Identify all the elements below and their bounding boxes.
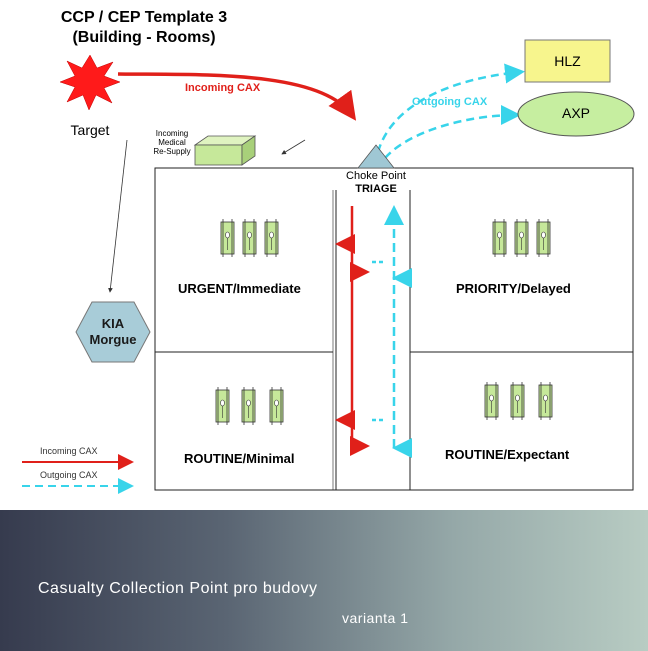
outgoing-cax-label: Outgoing CAX xyxy=(412,96,488,108)
title-line-1: CCP / CEP Template 3 xyxy=(60,9,228,26)
banner-title: Casualty Collection Point pro budovy xyxy=(38,580,318,597)
kia-arrow xyxy=(108,139,128,293)
litters-priority xyxy=(492,218,551,258)
legend-incoming-label: Incoming CAX xyxy=(40,446,98,456)
choke-point-label: Choke Point xyxy=(346,170,406,182)
resupply-label: Incoming Medical Re-Supply xyxy=(153,129,191,156)
room-routine-expectant: ROUTINE/Expectant xyxy=(445,447,570,462)
axp-label: AXP xyxy=(561,105,590,121)
litters-urgent xyxy=(220,218,279,258)
ccp-diagram: CCP / CEP Template 3 (Building - Rooms) … xyxy=(22,8,635,494)
bottom-banner: Casualty Collection Point pro budovy var… xyxy=(0,510,648,651)
hlz-label: HLZ xyxy=(554,53,581,69)
triage-triangle xyxy=(357,144,395,169)
diagram-canvas xyxy=(22,39,635,494)
room-urgent: URGENT/Immediate xyxy=(178,281,301,296)
room-priority: PRIORITY/Delayed xyxy=(456,281,571,296)
litters-routine-expectant xyxy=(484,381,553,421)
triage-label: TRIAGE xyxy=(355,183,397,195)
incoming-cax-arrow xyxy=(117,72,357,121)
kia-hexagon xyxy=(75,301,151,363)
banner-subtitle: varianta 1 xyxy=(342,610,409,626)
room-routine-minimal: ROUTINE/Minimal xyxy=(184,451,295,466)
outgoing-cax-to-hlz xyxy=(376,63,525,153)
kia-label: KIA Morgue xyxy=(89,316,137,347)
outgoing-cax-to-axp xyxy=(384,105,521,159)
target-star xyxy=(59,54,121,111)
hlz-box xyxy=(524,39,611,83)
diagram-title: CCP / CEP Template 3 (Building - Rooms) xyxy=(24,8,264,48)
resupply-box xyxy=(193,135,257,166)
axp-ellipse xyxy=(517,91,635,137)
title-line-2: (Building - Rooms) xyxy=(72,29,216,46)
legend-outgoing-label: Outgoing CAX xyxy=(40,470,98,480)
incoming-cax-label: Incoming CAX xyxy=(185,82,261,94)
target-label: Target xyxy=(70,122,110,138)
litters-routine-minimal xyxy=(215,386,284,426)
resupply-arrow xyxy=(281,139,306,155)
